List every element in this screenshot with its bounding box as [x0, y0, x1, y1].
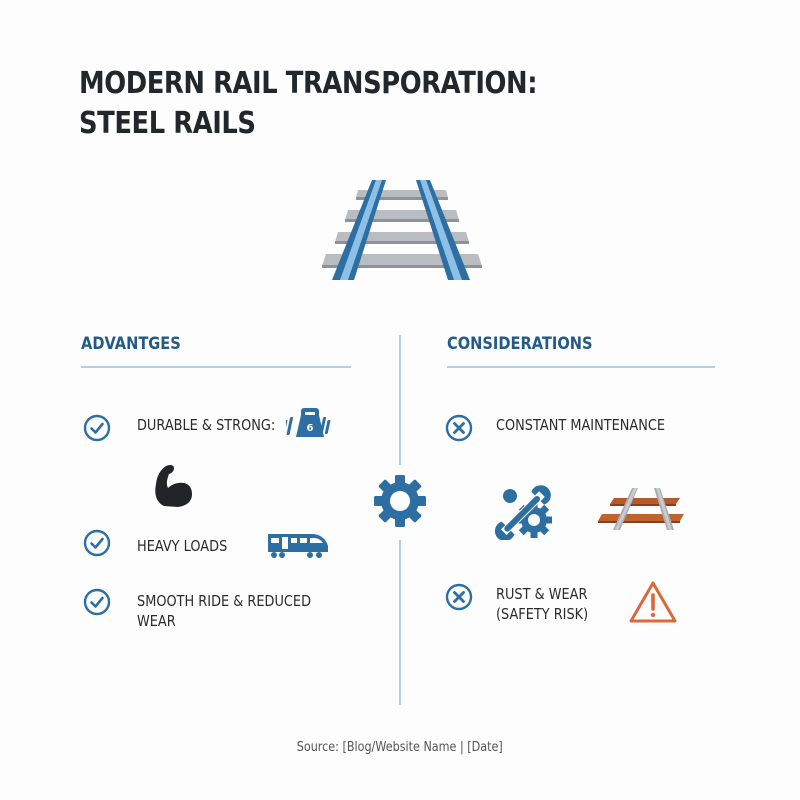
warning-triangle-icon — [629, 581, 677, 623]
advantages-divider — [81, 366, 351, 368]
advantage-heavy-loads-label: HEAVY LOADS — [137, 537, 228, 555]
check-circle-icon — [83, 588, 111, 616]
title-line-1: MODERN RAIL TRANSPORATION: — [79, 66, 538, 101]
consideration-rust-label-line1: RUST & WEAR — [496, 585, 588, 603]
check-circle-icon — [83, 414, 111, 442]
page-title: MODERN RAIL TRANSPORATION: STEEL RAILS — [79, 64, 629, 144]
source-footer: Source: [Blog/Website Name | [Date] — [0, 740, 800, 755]
consideration-rust-label-line2: (SAFETY RISK) — [496, 605, 589, 623]
x-circle-icon — [445, 414, 473, 442]
title-line-2: STEEL RAILS — [79, 106, 256, 141]
considerations-heading: CONSIDERATIONS — [447, 334, 593, 354]
flexed-bicep-icon — [155, 464, 192, 507]
advantage-smooth-ride-label-line2: WEAR — [137, 612, 176, 630]
railway-track-icon — [322, 180, 482, 280]
weight-icon: 6 — [286, 408, 331, 437]
gear-icon — [374, 475, 426, 527]
check-circle-icon — [83, 529, 111, 557]
rusty-track-icon — [598, 488, 684, 530]
source-text: Source: [Blog/Website Name | [Date] — [297, 740, 503, 755]
consideration-maintenance-label: CONSTANT MAINTENANCE — [496, 416, 666, 434]
vertical-divider-bottom — [399, 540, 401, 705]
x-circle-icon — [445, 583, 473, 611]
considerations-divider — [447, 366, 715, 368]
advantages-heading: ADVANTGES — [81, 334, 181, 354]
train-icon — [268, 534, 328, 558]
vertical-divider-top — [399, 335, 401, 465]
advantage-durable-label: DURABLE & STRONG: — [137, 416, 276, 434]
weight-label: 6 — [307, 423, 314, 434]
wrench-gear-icon — [494, 485, 552, 540]
advantage-smooth-ride-label-line1: SMOOTH RIDE & REDUCED — [137, 592, 312, 610]
